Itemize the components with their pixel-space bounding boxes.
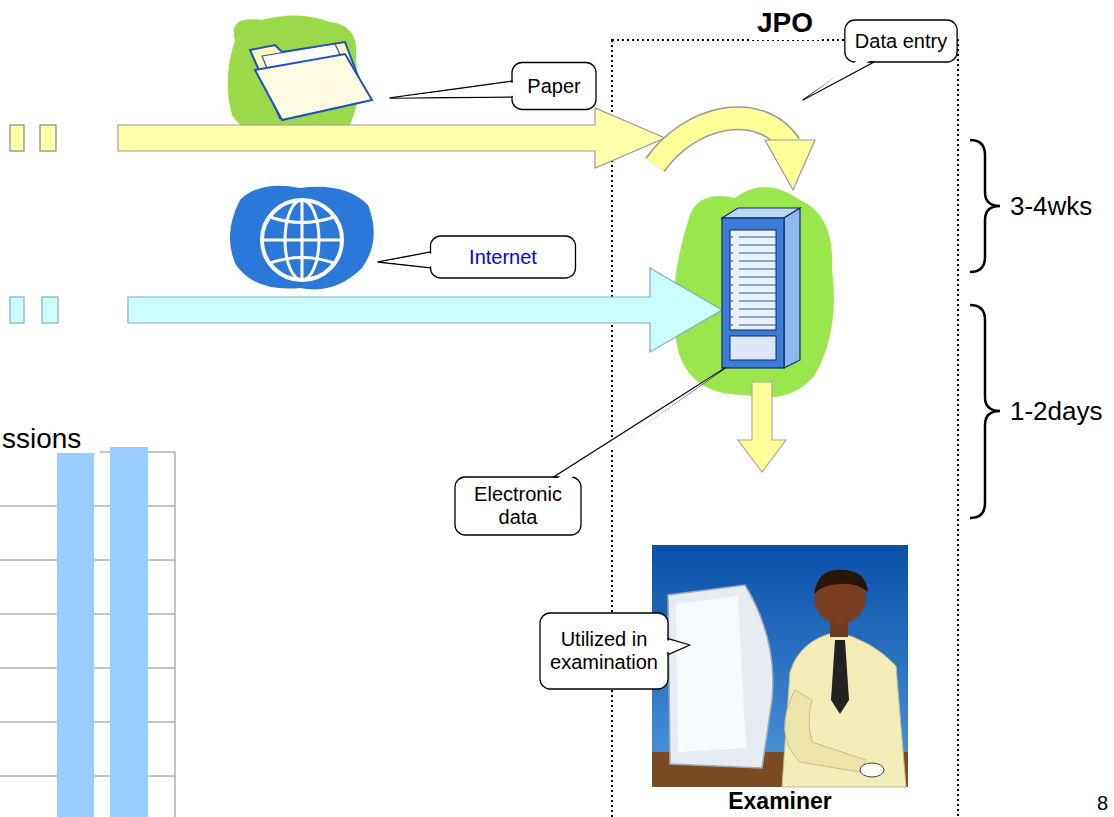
server-icon [722, 218, 784, 368]
server-background-blob [674, 187, 834, 398]
server-background-blob [674, 187, 834, 398]
server-icon [730, 230, 776, 330]
callout-box: Electronic data [455, 477, 581, 535]
organization-region: Data entryJPO [612, 40, 958, 817]
callout-shape [540, 613, 690, 689]
callout-pointer [803, 62, 874, 100]
examiner-illustration [782, 632, 906, 787]
examiner-illustration [831, 640, 849, 714]
callout-shape [455, 368, 725, 535]
callout-shape [378, 236, 576, 278]
paper-submission-arrow [10, 108, 665, 168]
duration-braces [970, 305, 1000, 518]
examiner-illustration [652, 545, 908, 787]
data-entry-arrow [765, 140, 815, 190]
examiner-illustration [668, 585, 773, 768]
internet-submission-arrow [10, 268, 722, 352]
region-title: JPO [751, 6, 819, 40]
examiner-illustration [652, 545, 908, 787]
examiner-illustration [676, 596, 746, 752]
chart-title: ssions [2, 424, 81, 455]
callout-text: Data entry [855, 30, 947, 53]
callout-text: Paper [527, 75, 580, 98]
callout-text: Electronic data [465, 483, 571, 529]
callout-box: Internet [431, 236, 576, 278]
callout-text: Utilized in examination [550, 628, 658, 674]
server-icon [722, 208, 800, 368]
duration-braces [970, 140, 1000, 272]
examiner-illustration [860, 763, 884, 777]
submissions-chart [57, 453, 94, 817]
callout-pointer [554, 368, 726, 477]
callout-body [540, 613, 668, 689]
callout-pointer [382, 253, 434, 267]
page-number: 8 [1097, 792, 1108, 814]
internet-globe-icon [262, 200, 342, 280]
callout-body [845, 20, 957, 62]
callout-box: Utilized in examination [540, 613, 668, 689]
paper-folder-icon [228, 15, 372, 134]
submissions-chart [175, 452, 176, 817]
to-examiner-arrow [738, 382, 786, 472]
callout-shapes [378, 20, 957, 689]
callout-body [512, 63, 596, 110]
internet-submission-arrow [128, 268, 722, 352]
duration-label: 3-4wks [1010, 192, 1092, 221]
callout-shape [390, 63, 596, 110]
paper-submission-arrow [10, 125, 24, 151]
internet-globe-icon [301, 200, 304, 280]
to-examiner-arrow [738, 382, 786, 472]
callout-shape [803, 20, 957, 100]
internet-globe-icon [230, 186, 374, 290]
callout-pointer [394, 82, 515, 97]
callout-box: Paper [512, 63, 596, 110]
examiner-illustration [785, 690, 866, 772]
paper-submission-arrow [118, 108, 665, 168]
callout-pointer [665, 640, 686, 654]
internet-submission-arrow [10, 297, 24, 323]
callout-text: Internet [469, 246, 537, 269]
duration-braces [970, 140, 1000, 518]
role-label: Examiner [728, 789, 832, 814]
callout-body [431, 236, 576, 278]
examiner-illustration [814, 570, 868, 594]
internet-globe-icon [270, 217, 334, 263]
paper-submission-arrow [40, 125, 56, 151]
callout-pointer [555, 370, 722, 480]
data-entry-arrow [655, 118, 815, 190]
callout-box: Data entry [845, 20, 957, 62]
region-outline [612, 40, 958, 817]
paper-folder-icon [255, 54, 372, 120]
internet-globe-icon [230, 186, 374, 290]
server-icon [784, 208, 800, 368]
submissions-chart [110, 447, 148, 817]
submissions-chart [0, 447, 175, 817]
callout-pointer [806, 59, 872, 98]
callout-body [455, 477, 581, 535]
internet-submission-arrow [42, 297, 58, 323]
server-icon [730, 336, 776, 360]
duration-label: 1-2days [1010, 397, 1103, 426]
region-outline [612, 40, 958, 817]
